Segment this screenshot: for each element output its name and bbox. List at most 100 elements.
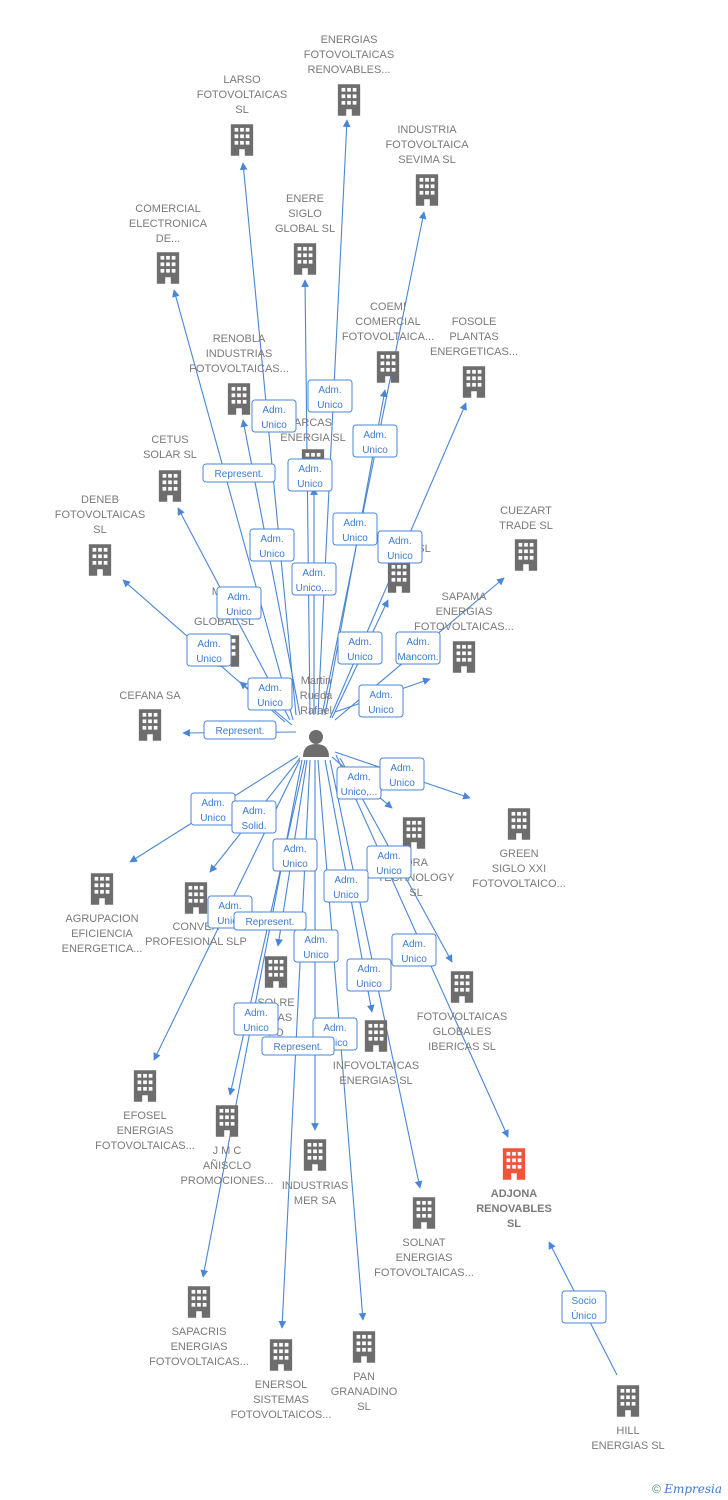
company-name-line: SIGLO [288, 208, 322, 220]
company-name-line: DE... [156, 233, 180, 245]
building-icon [502, 1148, 526, 1180]
relation-label[interactable]: Adm.Mancom. [395, 631, 441, 665]
relation-label[interactable]: Adm. Unico [249, 528, 295, 562]
company-name-line: ENERGIAS [117, 1125, 174, 1137]
company-node-solnat-energias[interactable]: SOLNATENERGIASFOTOVOLTAICAS... [374, 1197, 474, 1279]
relation-text: Unico [376, 866, 402, 877]
relation-label[interactable]: Represent. [233, 911, 307, 931]
company-node-efosel-energias[interactable]: EFOSELENERGIASFOTOVOLTAICAS... [95, 1070, 195, 1152]
relation-text: Unico [389, 778, 415, 789]
company-node-fosole-plantas[interactable]: FOSOLEPLANTASENERGETICAS... [430, 316, 518, 398]
building-icon [507, 808, 531, 840]
company-node-jmc-anisclo[interactable]: J M CAÑISCLOPROMOCIONES... [181, 1105, 274, 1187]
relation-text: Adm. [377, 851, 400, 862]
relation-label[interactable]: Adm.Unico [233, 1002, 279, 1036]
building-icon [450, 971, 474, 1003]
relation-text: Unico [257, 698, 283, 709]
relation-text: Unico [261, 420, 287, 431]
relation-text: Adm. [227, 592, 250, 603]
relation-text: Represent. [246, 917, 295, 928]
company-node-enersol-sistemas[interactable]: ENERSOLSISTEMASFOTOVOLTAICOS... [231, 1339, 332, 1421]
relation-label[interactable]: Represent. [203, 720, 277, 740]
company-node-coemi-comercial[interactable]: COEMICOMERCIALFOTOVOLTAICA... [342, 301, 434, 383]
relation-text: Adm. [343, 518, 366, 529]
relation-label[interactable]: Represent. [202, 463, 276, 483]
relation-text: Unico [387, 551, 413, 562]
company-node-cefana[interactable]: CEFANA SA [119, 690, 181, 741]
person-name-line: Martin [301, 675, 332, 687]
company-node-sapama-energias[interactable]: SAPAMAENERGIASFOTOVOLTAICAS... [414, 591, 514, 673]
company-name-line: ENERGIAS [321, 34, 378, 46]
relation-text: Adm. [242, 806, 265, 817]
relation-label[interactable]: Adm.Unico [391, 933, 437, 967]
company-name-line: FOTOVOLTAICAS... [189, 363, 289, 375]
company-name-line: GRANADINO [331, 1386, 398, 1398]
company-node-energias-fotovoltaicas-renovables[interactable]: ENERGIASFOTOVOLTAICASRENOVABLES... [304, 34, 394, 116]
relation-text: Unico [317, 400, 343, 411]
company-name-line: FOTOVOLTAICAS... [414, 621, 514, 633]
relation-label[interactable]: Adm.Unico [293, 929, 339, 963]
company-name-line: GLOBALES [433, 1026, 492, 1038]
company-name-line: AGRUPACION [65, 913, 138, 925]
relation-label[interactable]: Adm. Unico [366, 845, 412, 879]
relation-label[interactable]: Adm.Unico [247, 677, 293, 711]
relation-text: Unico [217, 916, 243, 927]
relation-text: Unico [259, 549, 285, 560]
relation-label[interactable]: Represent. [261, 1036, 335, 1056]
relation-edge [301, 279, 311, 716]
company-name-line: FOSOLE [452, 316, 497, 328]
company-node-sapacris-energias[interactable]: SAPACRISENERGIASFOTOVOLTAICAS... [149, 1286, 249, 1368]
relation-text: Adm. [260, 534, 283, 545]
footer-credit[interactable]: © Empresia [652, 1482, 722, 1496]
relation-label[interactable]: Adm. Unico [379, 757, 425, 791]
relation-label[interactable]: Adm.Unico [272, 838, 318, 872]
relation-label[interactable]: Adm.Unico [352, 424, 398, 458]
company-name-line: SOLAR SL [143, 449, 197, 461]
relation-label[interactable]: Adm.Unico [186, 633, 232, 667]
relation-label[interactable]: Adm.Unico [346, 958, 392, 992]
relation-label[interactable]: Adm.Unico [190, 792, 236, 826]
relation-text: Adm. [390, 763, 413, 774]
building-icon [337, 84, 361, 116]
relation-label[interactable]: Adm.Unico [251, 399, 297, 433]
relation-label[interactable]: Adm.Unico [358, 684, 404, 718]
relation-label[interactable]: Adm. Unico [377, 530, 423, 564]
relation-text: Adm. [218, 901, 241, 912]
relation-label[interactable]: Adm.Unico [323, 869, 369, 903]
relation-label[interactable]: Adm.Unico,... [336, 766, 382, 800]
company-name-line: ENERGIAS SL [339, 1075, 412, 1087]
relation-label[interactable]: Adm.Unico [287, 458, 333, 492]
relation-text: Adm. [244, 1008, 267, 1019]
relation-label[interactable]: Adm.Unico [337, 631, 383, 665]
building-icon [616, 1385, 640, 1417]
company-node-comercial-electronica[interactable]: COMERCIALELECTRONICADE... [129, 203, 208, 284]
relation-label[interactable]: Adm.Unico [307, 379, 353, 413]
relation-label[interactable]: Adm.Unico,... [291, 562, 337, 596]
relation-label[interactable]: Adm.Unico [332, 512, 378, 546]
copyright-icon: © [652, 1482, 661, 1496]
relation-label[interactable]: Adm.Solid. [231, 800, 277, 834]
relation-text: Adm. [388, 536, 411, 547]
company-name-line: HILL [616, 1425, 639, 1437]
company-node-agrupacion-eficiencia[interactable]: AGRUPACIONEFICIENCIAENERGETICA... [62, 873, 143, 955]
company-node-renobla-industrias[interactable]: RENOBLAINDUSTRIASFOTOVOLTAICAS... [189, 333, 289, 415]
relation-text: Unico [297, 479, 323, 490]
relation-label[interactable]: Adm.Unico [216, 586, 262, 620]
